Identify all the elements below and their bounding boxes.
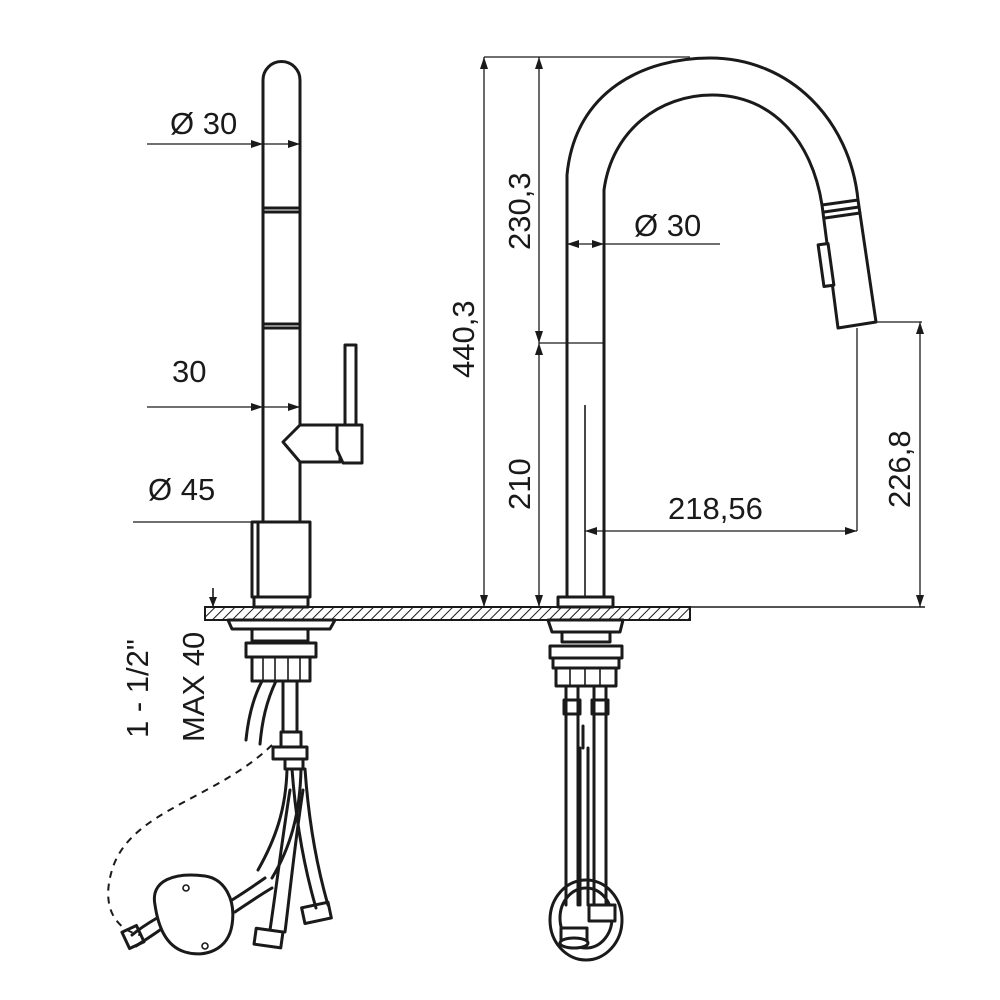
left-top-diameter-label: Ø 30 [170,106,237,141]
left-base-diameter-label: Ø 45 [148,472,215,507]
lower-height-label: 210 [502,458,537,510]
max-thickness-label: MAX 40 [176,632,211,742]
right-diameter-label: Ø 30 [634,208,701,243]
left-faucet-side-view [107,60,364,956]
thread-label: 1 - 1/2" [120,639,155,738]
hose-weight-front [548,878,624,962]
left-faucet-base [250,520,312,599]
reach-label: 218,56 [668,491,763,526]
left-dimensions [133,140,310,523]
countertop [204,606,925,621]
hose-weight [120,873,274,956]
right-faucet-spout [565,56,860,599]
right-dimensions [480,56,924,607]
left-handle-width-label: 30 [172,354,206,389]
upper-height-label: 230,3 [502,172,537,250]
spout-height-label: 226,8 [882,430,917,508]
total-height-label: 440,3 [446,300,481,378]
left-faucet-lever [281,343,364,465]
left-faucet-body [261,60,302,524]
